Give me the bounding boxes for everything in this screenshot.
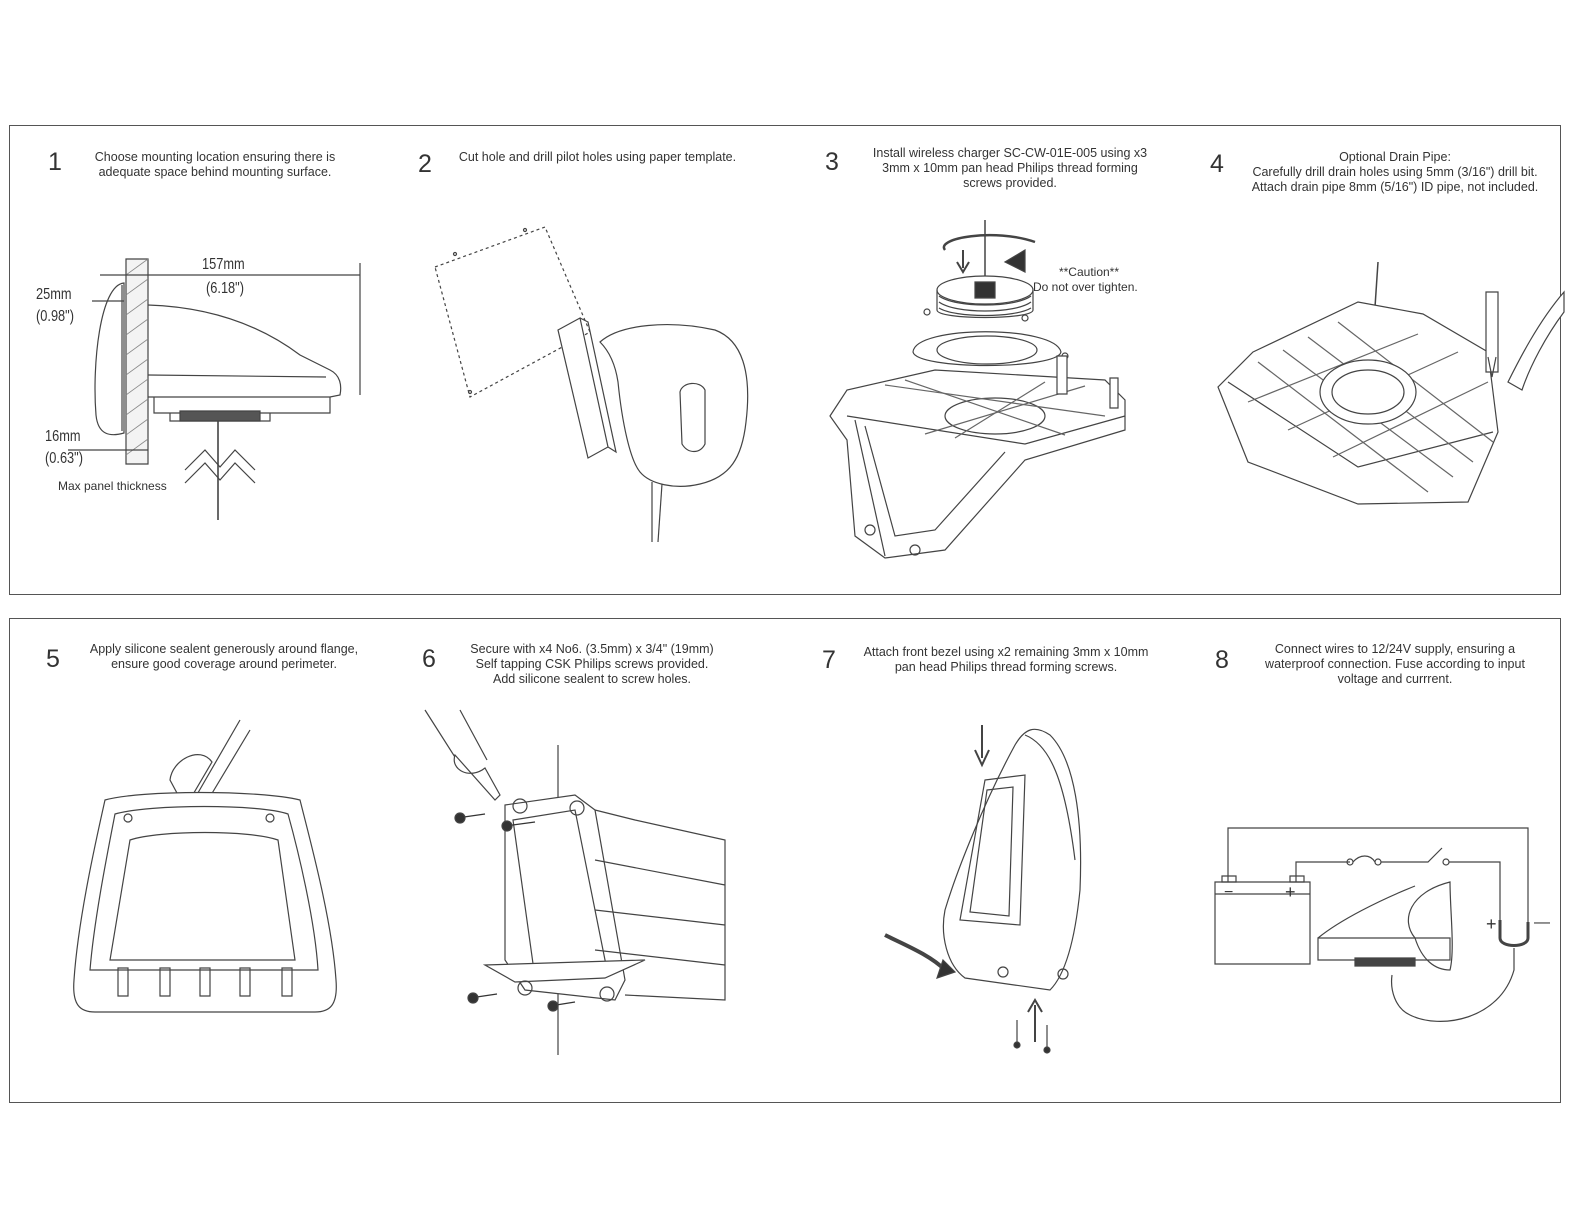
step-number: 7: [822, 646, 836, 674]
step-text: Choose mounting location ensuring there …: [94, 150, 336, 179]
step-number: 1: [48, 148, 62, 176]
depth-mm-label: 25mm: [36, 286, 72, 303]
silicone-flange-illustration: [60, 690, 350, 1020]
step-number: 5: [46, 645, 60, 673]
step-number: 3: [825, 148, 839, 176]
instructions-panel-top: [9, 125, 1561, 595]
step-text: Attach front bezel using x2 remaining 3m…: [863, 645, 1149, 674]
step-text: Secure with x4 No6. (3.5mm) x 3/4" (19mm…: [470, 642, 714, 686]
panel-in-label: (0.63"): [45, 450, 83, 467]
bezel-attach-illustration: [875, 720, 1095, 1060]
charger-install-illustration: [825, 220, 1145, 570]
panel-thickness-note: Max panel thickness: [58, 479, 167, 493]
step-number: 6: [422, 645, 436, 673]
instructions-panel-bottom: [9, 618, 1561, 1103]
battery-minus-label: −: [1224, 884, 1234, 901]
wiring-diagram-illustration: [1210, 820, 1555, 1040]
step-text: Install wireless charger SC-CW-01E-005 u…: [872, 146, 1148, 190]
caution-text: Do not over tighten.: [1033, 280, 1138, 294]
step-number: 2: [418, 150, 432, 178]
step-text: Optional Drain Pipe: Carefully drill dra…: [1251, 150, 1539, 194]
side-section-illustration: [30, 245, 390, 535]
battery-plus-label: +: [1285, 882, 1296, 902]
template-cut-illustration: [430, 222, 760, 542]
output-plus-label: +: [1486, 914, 1497, 934]
caution-title: **Caution**: [1058, 265, 1120, 279]
step-number: 4: [1210, 150, 1224, 178]
output-minus-label: —: [1534, 914, 1550, 931]
screw-mount-illustration: [425, 710, 730, 1055]
width-in-label: (6.18"): [206, 280, 244, 297]
drain-pipe-illustration: [1208, 262, 1564, 522]
step-text: Cut hole and drill pilot holes using pap…: [458, 150, 737, 164]
panel-mm-label: 16mm: [45, 428, 81, 445]
width-mm-label: 157mm: [202, 256, 245, 273]
depth-in-label: (0.98"): [36, 308, 74, 325]
step-text: Connect wires to 12/24V supply, ensuring…: [1265, 642, 1525, 686]
step-text: Apply silicone sealent generously around…: [89, 642, 359, 671]
step-number: 8: [1215, 646, 1229, 674]
